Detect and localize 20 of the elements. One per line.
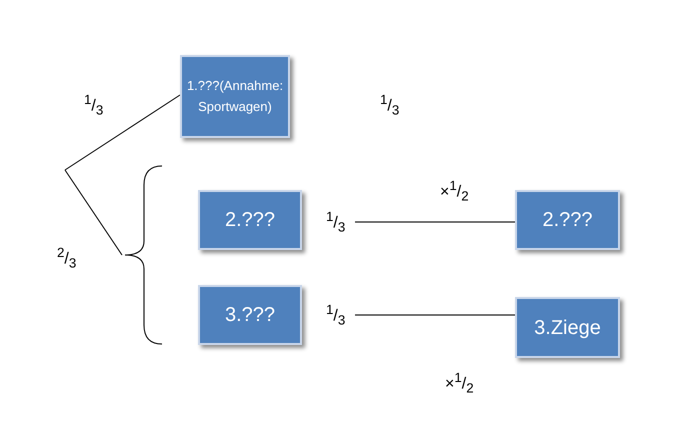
box-label: 2.??? bbox=[224, 208, 276, 233]
probability-label: $^{1}$/$_{3}$ bbox=[84, 92, 104, 118]
box-label: 1.???(Annahme: Sportwagen) bbox=[186, 76, 284, 116]
process-box bbox=[180, 55, 290, 138]
probability-label: $^{1}$/$_{3}$ bbox=[380, 92, 400, 118]
box-label: 3.Ziege bbox=[533, 316, 602, 340]
connector-line bbox=[64, 94, 180, 170]
connector-line bbox=[354, 314, 516, 316]
process-box bbox=[515, 190, 620, 250]
box-label: 3.??? bbox=[224, 303, 276, 328]
probability-label: $^{1}$/$_{3}$ bbox=[326, 209, 346, 235]
probability-label: ×$^{1}$/$_{2}$ bbox=[445, 370, 474, 396]
process-box bbox=[515, 297, 620, 358]
connector-line bbox=[64, 170, 122, 256]
probability-label: $^{2}$/$_{3}$ bbox=[57, 245, 76, 271]
process-box bbox=[198, 190, 302, 250]
process-box bbox=[198, 285, 302, 345]
probability-label: ×$^{1}$/$_{2}$ bbox=[440, 178, 469, 204]
probability-label: $^{1}$/$_{3}$ bbox=[326, 302, 346, 328]
box-label: 2.??? bbox=[541, 208, 594, 233]
